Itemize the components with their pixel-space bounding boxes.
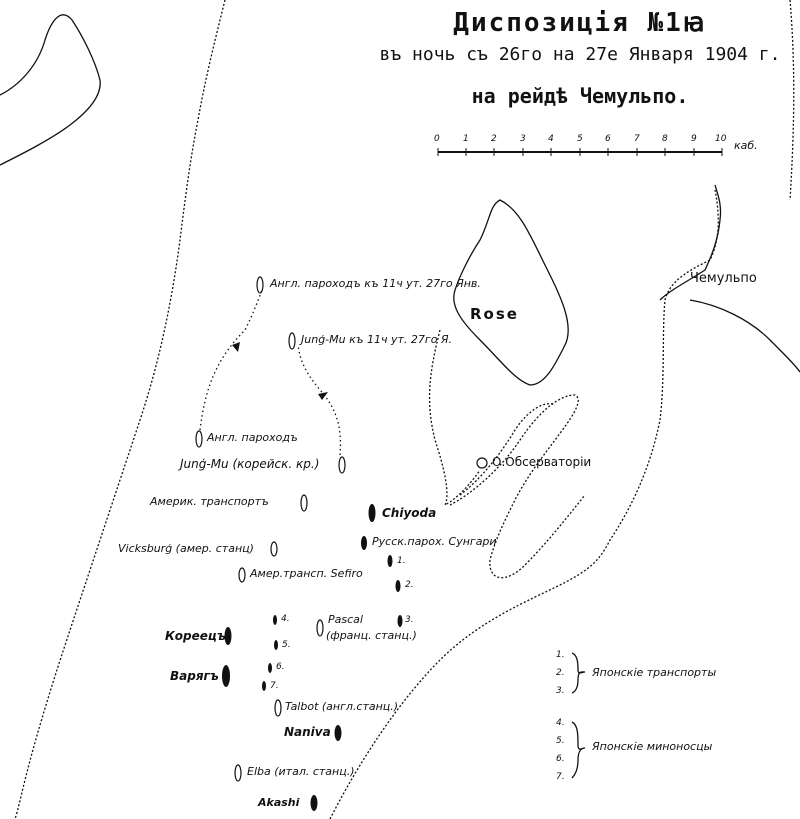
place-observatory: О.Обсерваторіи: [492, 455, 592, 469]
ship-torpedo-7: [262, 681, 266, 691]
west-coastline: [14, 0, 226, 819]
ship-varyag: [222, 665, 230, 687]
chemulpo-coast: [659, 184, 722, 301]
ship-amer-transport: [300, 494, 308, 512]
ship-sungari: [361, 536, 367, 550]
track-arrow-1: [232, 342, 240, 352]
scale-label-0: 0: [434, 134, 440, 144]
scale-label-8: 8: [662, 134, 668, 144]
label-amer-transport: Америк. транспортъ: [150, 495, 269, 508]
label-varyag: Варягъ: [170, 669, 219, 683]
label-elba: Elba (итал. станц.): [247, 765, 355, 778]
ship-transport-1: [387, 555, 393, 567]
label-talbot: Talbot (англ.станц.): [285, 700, 399, 713]
num-2: 2.: [405, 580, 414, 590]
ship-elba: [234, 764, 242, 782]
ship-pascal: [316, 619, 324, 637]
east-ridge: [789, 0, 795, 201]
northwest-island: [0, 14, 101, 166]
ship-torpedo-6: [268, 663, 272, 673]
label-sungari: Русск.парох. Сунгари: [372, 535, 497, 548]
rose-spit: [428, 329, 481, 507]
label-chiyoda: Chiyoda: [382, 506, 437, 520]
scale-label-7: 7: [634, 134, 640, 144]
scale-unit: каб.: [734, 139, 758, 152]
num-7: 7.: [270, 681, 279, 691]
east-coastline: [329, 189, 719, 819]
map-subtitle-date: въ ночь съ 26го на 27е Января 1904 г.: [379, 44, 781, 65]
ship-eng-steamer-11: [256, 276, 264, 294]
rose-island: [453, 199, 569, 386]
scale-label-2: 2: [491, 134, 497, 144]
ship-sefiro: [238, 567, 246, 583]
map-subtitle-place: на рейдѣ Чемульпо.: [471, 84, 689, 108]
legend-transports-label: Японскіе транспорты: [592, 666, 717, 679]
legend-torpedo-num-4: 4.: [556, 718, 565, 728]
track-jung-mi: [297, 344, 342, 456]
num-4: 4.: [281, 614, 290, 624]
east-shore-right: [689, 299, 800, 373]
track-arrow-2: [318, 392, 328, 400]
legend-torpedo-label: Японскіе миноносцы: [592, 740, 713, 753]
ship-naniva: [334, 725, 342, 741]
observatory-island-inner: [459, 403, 556, 496]
label-sefiro: Амер.трансп. Sefiro: [250, 567, 363, 580]
place-rose: Rose: [470, 305, 519, 323]
ship-torpedo-5: [274, 640, 278, 650]
label-eng-steamer: Англ. пароходъ: [207, 431, 298, 444]
place-chemulpo: Чемульпо: [690, 271, 757, 286]
scale-label-4: 4: [548, 134, 554, 144]
num-5: 5.: [282, 640, 291, 650]
label-akashi: Akashi: [258, 796, 300, 809]
label-pascal-note: (франц. станц.): [326, 629, 417, 642]
label-eng-steamer-11: Англ. пароходъ къ 11ч ут. 27го Янв.: [270, 277, 481, 290]
track-english-steamer: [199, 289, 263, 431]
legend-torpedo-num-6: 6.: [556, 754, 565, 764]
ship-chiyoda: [368, 504, 376, 522]
scale-label-1: 1: [463, 134, 469, 144]
legend-torpedo-num-7: 7.: [556, 772, 565, 782]
scale-ticks: [437, 148, 723, 156]
label-jung-mi: Junģ-Mu (корейск. кр.): [180, 457, 320, 471]
brace-torpedo: [571, 721, 586, 779]
ship-transport-2: [395, 580, 401, 592]
observatory-marker: [476, 457, 488, 469]
legend-transport-num-3: 3.: [556, 686, 565, 696]
scale-label-10: 10: [715, 134, 727, 144]
ship-vicksburg: [270, 541, 278, 557]
ship-torpedo-4: [273, 615, 277, 625]
ship-akashi: [310, 795, 318, 811]
ship-eng-steamer: [195, 430, 203, 448]
legend-transport-num-1: 1.: [556, 650, 565, 660]
ship-transport-3: [397, 615, 403, 627]
scale-label-9: 9: [691, 134, 697, 144]
ship-jung-mi-11: [288, 332, 296, 350]
map-title: Диспозиція №1ꙗ: [453, 8, 707, 38]
scale-label-6: 6: [605, 134, 611, 144]
label-naniva: Naniva: [284, 725, 331, 739]
brace-transports: [571, 652, 586, 694]
ship-talbot: [274, 699, 282, 717]
label-jung-mi-11: Junģ-Mu къ 11ч ут. 27го Я.: [301, 333, 453, 346]
ship-jung-mi: [338, 456, 346, 474]
observatory-island: [449, 394, 586, 579]
label-koreets: Кореецъ: [165, 629, 226, 643]
legend-transport-num-2: 2.: [556, 668, 565, 678]
scale-label-3: 3: [520, 134, 526, 144]
legend-torpedo-num-5: 5.: [556, 736, 565, 746]
num-1: 1.: [397, 556, 406, 566]
num-6: 6.: [276, 662, 285, 672]
label-pascal: Pascal: [328, 613, 363, 626]
scale-label-5: 5: [577, 134, 583, 144]
num-3: 3.: [405, 615, 414, 625]
label-vicksburg: Vicksburģ (амер. станц): [118, 542, 254, 555]
ship-koreets: [224, 627, 232, 645]
